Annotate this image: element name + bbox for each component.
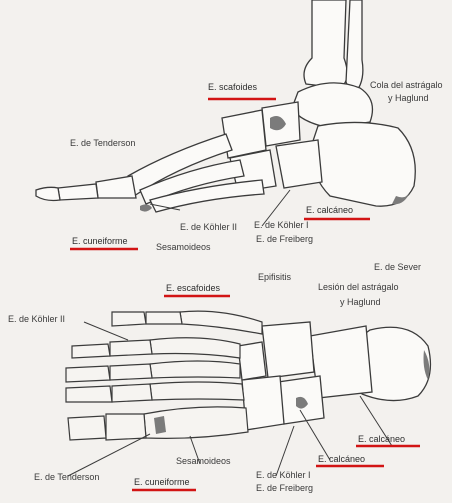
label-tenderson-bottom: E. de Tenderson [34, 472, 99, 483]
label-freiberg-top: E. de Freiberg [256, 234, 313, 245]
tibia [304, 0, 347, 88]
label-calcaneo-bottom2: E. calcáneo [318, 454, 365, 465]
phalanx-dorsal-2b [66, 386, 112, 402]
metatarsal-dorsal-5 [180, 311, 262, 334]
label-escafoides-top: E. scafoides [208, 82, 257, 93]
label-y-haglund-mid: y Haglund [340, 297, 381, 308]
phalanx-dorsal-3b [66, 366, 110, 382]
phalanx-dorsal-4b [72, 344, 110, 358]
cuboid [276, 140, 322, 188]
phalanx-dorsal-3a [110, 364, 152, 380]
phalanx-dorsal-5b [112, 312, 146, 326]
distal-toe-side [36, 187, 60, 200]
label-calcaneo-top: E. calcáneo [306, 205, 353, 216]
label-freiberg-bottom: E. de Freiberg [256, 483, 313, 494]
leader-line-6 [276, 426, 294, 476]
label-sever: E. de Sever [374, 262, 421, 273]
label-sesamoideos-top: Sesamoideos [156, 242, 211, 253]
label-kohler-i-bottom: E. de Köhler I [256, 470, 311, 481]
label-kohler-ii-bottom: E. de Köhler II [8, 314, 65, 325]
talus [292, 83, 372, 128]
metatarsal-dorsal-2 [150, 382, 244, 400]
label-sesamoideos-bottom: Sesamoideos [176, 456, 231, 467]
label-kohler-ii-top: E. de Köhler II [180, 222, 237, 233]
phalanx-dorsal-2a [112, 384, 152, 402]
metatarsal-dorsal-4 [150, 338, 240, 358]
phalanx-dorsal-4a [110, 340, 152, 356]
label-tenderson-top: E. de Tenderson [70, 138, 135, 149]
label-epifisitis: Epifisitis [258, 272, 291, 283]
cuneiform-dorsal-2 [238, 342, 266, 380]
sesamoid-dorsal [154, 416, 166, 434]
phalanx-dorsal-1a [106, 414, 146, 440]
label-kohler-i-top: E. de Köhler I [254, 220, 309, 231]
label-escafoides-mid: E. escafoides [166, 283, 220, 294]
fibula [346, 0, 363, 96]
sesamoid-side [140, 204, 152, 211]
label-lesion-astragalo: Lesión del astrágalo [318, 282, 399, 293]
phalanx-side-2 [58, 184, 98, 200]
phalanx-dorsal-1b [68, 416, 106, 440]
cuboid-dorsal [262, 322, 314, 378]
phalanx-side-1 [96, 176, 136, 198]
label-cuneiforme-top: E. cuneiforme [72, 236, 128, 247]
label-cola-astragalo: Cola del astrágalo [370, 80, 443, 91]
phalanx-dorsal-5a [146, 312, 182, 324]
label-calcaneo-bottom: E. calcáneo [358, 434, 405, 445]
calcaneus [310, 122, 415, 206]
metatarsal-dorsal-3 [150, 361, 240, 378]
cuneiform-dorsal-1 [242, 376, 284, 430]
label-cuneiforme-bottom: E. cuneiforme [134, 477, 190, 488]
label-y-haglund-top: y Haglund [388, 93, 429, 104]
